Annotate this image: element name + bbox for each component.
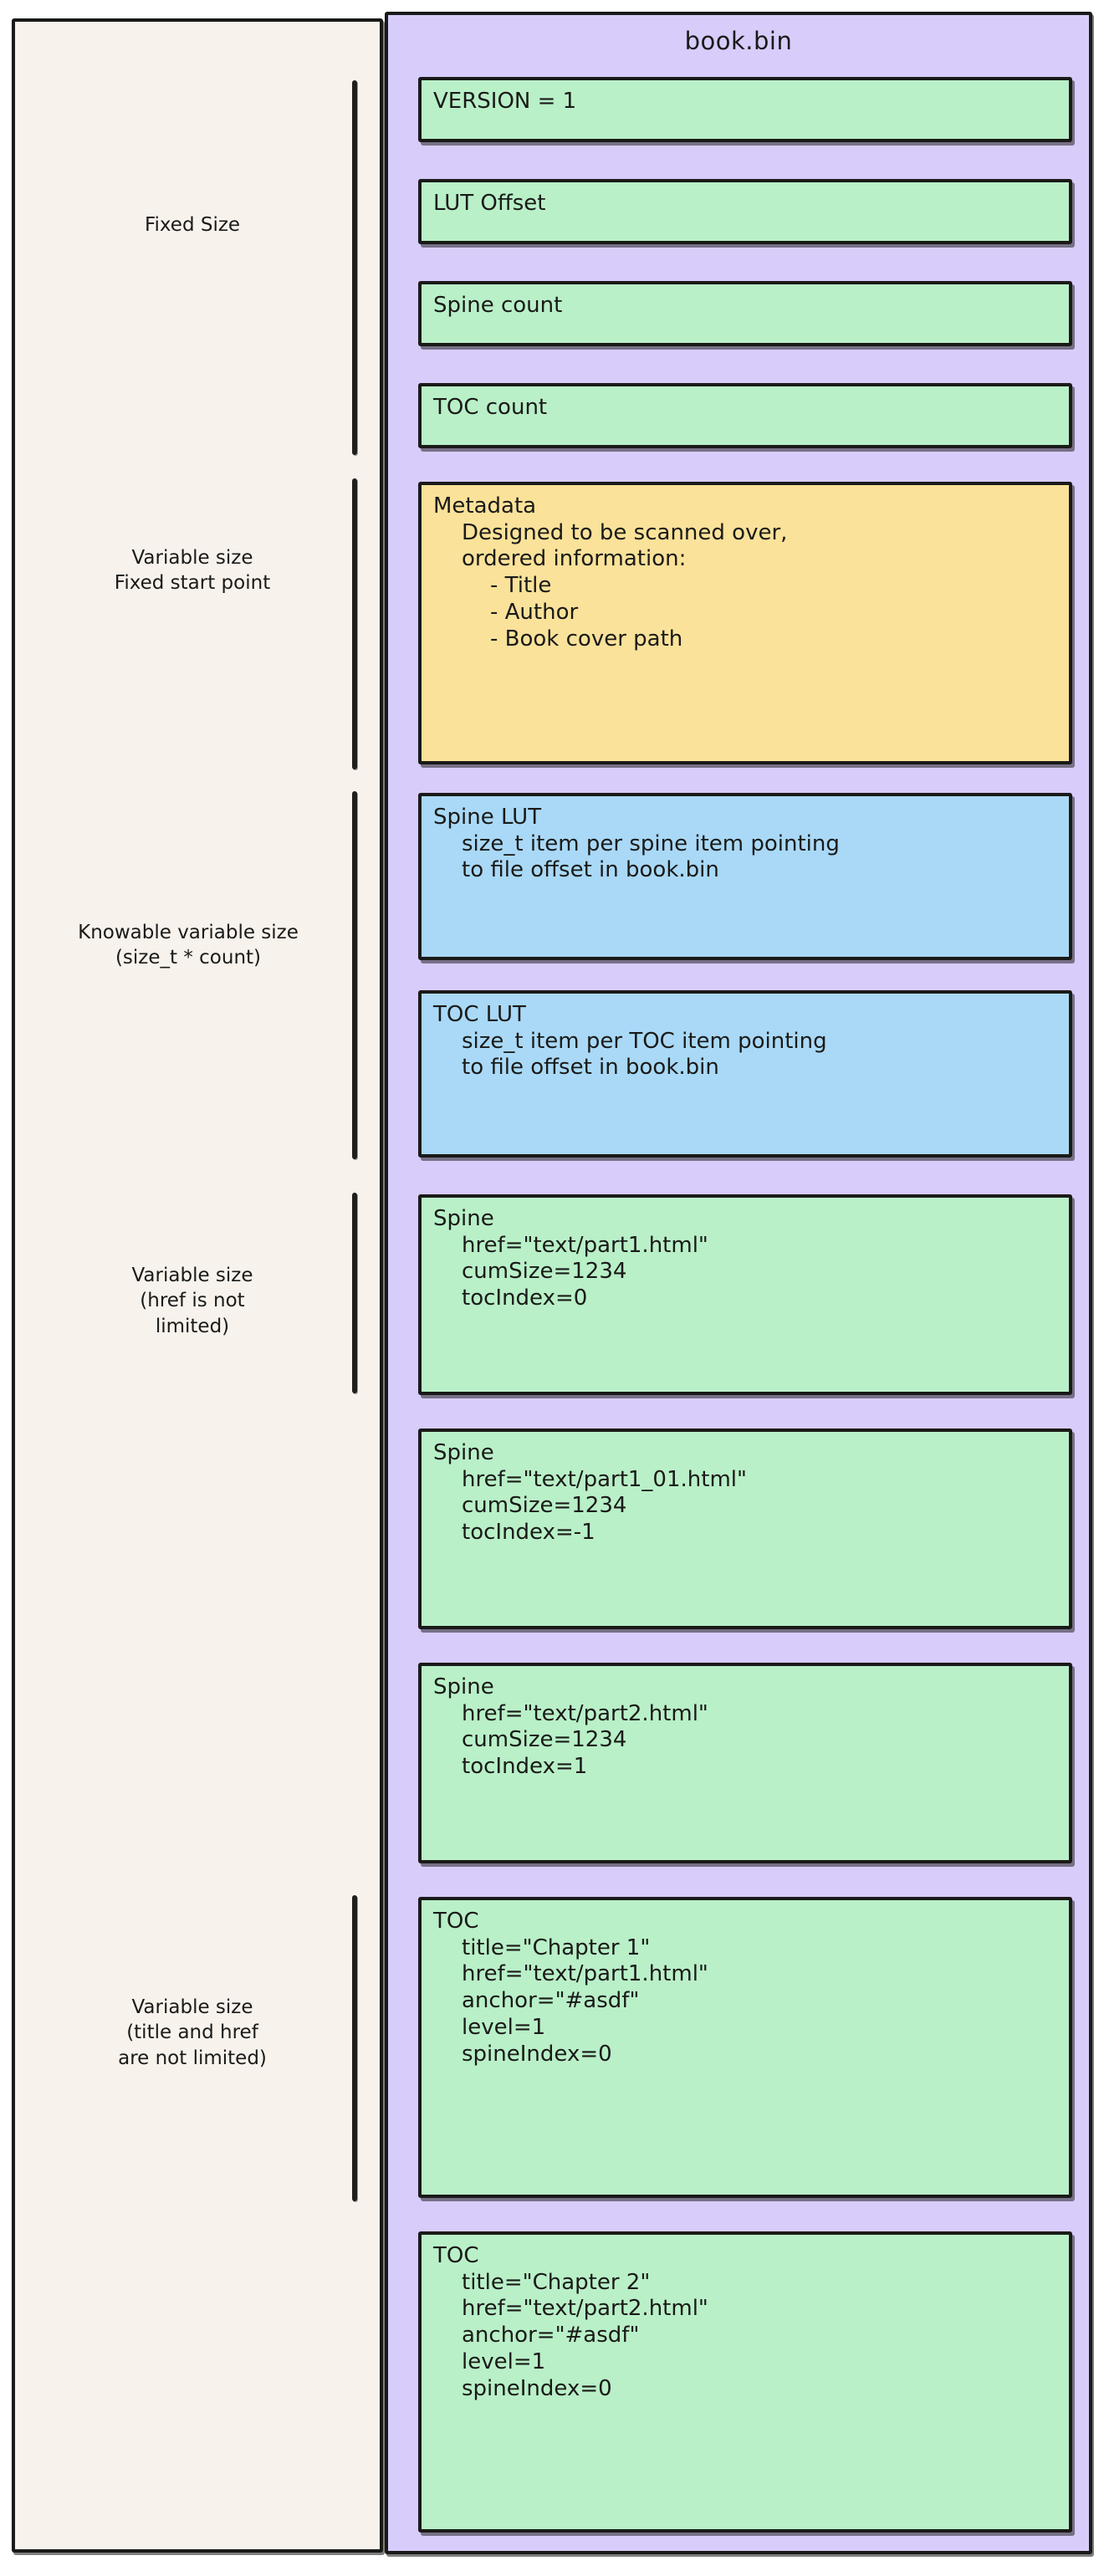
block-metadata-line-1: Designed to be scanned over,	[462, 519, 788, 545]
block-toc-2-line-2: href="text/part2.html"	[462, 2296, 708, 2322]
block-spine-3-line-3: tocIndex=1	[462, 1754, 588, 1780]
group-bracket-2	[352, 478, 357, 769]
group-bracket-3	[352, 791, 357, 1159]
block-spine-2-line-1: href="text/part1_01.html"	[462, 1466, 747, 1492]
block-metadata-line-5: - Book cover path	[490, 626, 683, 652]
block-toc-2-line-1: title="Chapter 2"	[462, 2269, 651, 2295]
block-toc-2-title: TOC	[433, 2243, 479, 2268]
block-spine-3-line-2: cumSize=1234	[462, 1727, 627, 1753]
block-metadata-line-2: ordered information:	[462, 546, 687, 572]
block-version: VERSION = 1	[418, 77, 1072, 142]
block-toc-1-line-2: href="text/part1.html"	[462, 1961, 708, 1987]
block-spine-3-title: Spine	[433, 1674, 494, 1699]
block-spine-1-line-1: href="text/part1.html"	[462, 1232, 708, 1258]
block-metadata-line-4: - Author	[490, 599, 579, 625]
block-toc-1-line-3: anchor="#asdf"	[462, 1988, 640, 2014]
group-label-1: Fixed Size	[144, 214, 241, 236]
block-spine-count: Spine count	[418, 281, 1072, 346]
block-spine-2-title: Spine	[433, 1440, 494, 1465]
block-spine-1-line-2: cumSize=1234	[462, 1259, 627, 1285]
block-spine-2-line-3: tocIndex=-1	[462, 1520, 595, 1546]
block-toc-2-line-4: level=1	[462, 2349, 546, 2374]
group-bracket-5	[352, 1895, 357, 2201]
block-toc-1-title: TOC	[433, 1909, 479, 1934]
block-toc-1-line-4: level=1	[462, 2014, 546, 2040]
group-label-4: Variable size (href is not limited)	[131, 1265, 253, 1337]
block-spine-1-title: Spine	[433, 1206, 494, 1231]
block-lut-offset-title: LUT Offset	[433, 191, 546, 216]
block-spine-2-line-2: cumSize=1234	[462, 1493, 627, 1519]
block-metadata-line-3: - Title	[490, 573, 552, 599]
group-label-5: Variable size (title and href are not li…	[118, 1996, 267, 2069]
block-spine-3-line-1: href="text/part2.html"	[462, 1700, 708, 1726]
block-toc-lut-title: TOC LUT	[433, 1002, 526, 1027]
block-spine-lut-line-2: to file offset in book.bin	[462, 857, 719, 883]
group-bracket-1	[352, 80, 357, 455]
block-toc-1-line-1: title="Chapter 1"	[462, 1935, 651, 1960]
block-lut-offset: LUT Offset	[418, 179, 1072, 244]
block-toc-1-line-5: spineIndex=0	[462, 2041, 612, 2067]
block-spine-1-line-3: tocIndex=0	[462, 1285, 588, 1311]
group-label-3: Knowable variable size (size_t * count)	[78, 922, 299, 969]
block-toc-lut-line-2: to file offset in book.bin	[462, 1055, 719, 1081]
group-label-2: Variable size Fixed start point	[114, 547, 271, 595]
block-toc-2-line-5: spineIndex=0	[462, 2375, 612, 2401]
group-bracket-4	[352, 1193, 357, 1393]
block-toc-lut-line-1: size_t item per TOC item pointing	[462, 1028, 827, 1054]
block-spine-lut-line-1: size_t item per spine item pointing	[462, 831, 840, 856]
page-title: book.bin	[684, 27, 793, 55]
block-toc-2-line-3: anchor="#asdf"	[462, 2323, 640, 2349]
block-spine-lut-title: Spine LUT	[433, 805, 542, 830]
block-metadata-title: Metadata	[433, 493, 537, 519]
block-toc-count-title: TOC count	[433, 395, 548, 420]
block-version-title: VERSION = 1	[433, 89, 577, 114]
block-spine-count-title: Spine count	[433, 293, 563, 318]
block-toc-count: TOC count	[418, 383, 1072, 448]
annotations-panel	[12, 18, 383, 2553]
